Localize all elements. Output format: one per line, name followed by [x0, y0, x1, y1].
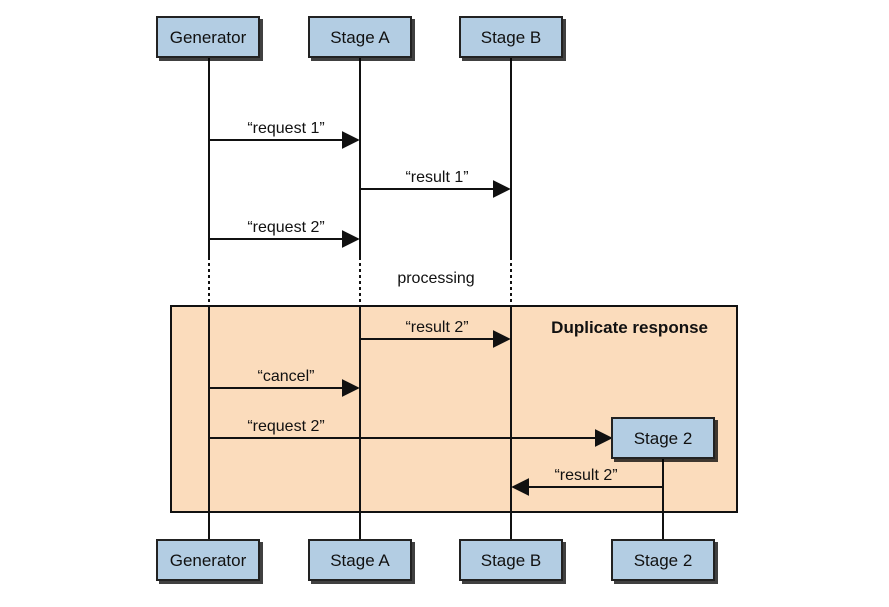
duplicate-response-frame [170, 305, 738, 513]
participant-label: Stage A [330, 551, 390, 570]
participant-stage-2-created: Stage 2 [611, 417, 715, 459]
processing-note: processing [397, 270, 474, 287]
participant-generator-top: Generator [156, 16, 260, 58]
message-request-1: “request 1” [209, 120, 360, 149]
participant-stage-a-bottom: Stage A [308, 539, 412, 581]
participant-generator-bottom: Generator [156, 539, 260, 581]
frame-title: Duplicate response [551, 318, 708, 337]
message-request-2-stage-2: “request 2” [209, 418, 613, 447]
message-result-1: “result 1” [360, 169, 511, 198]
message-label: “request 1” [247, 120, 324, 137]
participant-label: Generator [170, 28, 247, 47]
participant-label: Stage B [481, 551, 542, 570]
participant-label: Stage 2 [634, 551, 693, 570]
message-label: “result 2” [554, 467, 617, 484]
message-result-2: “result 2” [360, 319, 511, 348]
participant-label: Generator [170, 551, 247, 570]
participant-stage-b-bottom: Stage B [459, 539, 563, 581]
message-cancel: “cancel” [209, 368, 360, 397]
participant-stage-2-bottom: Stage 2 [611, 539, 715, 581]
message-label: “request 2” [247, 418, 324, 435]
message-label: “result 1” [405, 169, 468, 186]
participant-stage-b-top: Stage B [459, 16, 563, 58]
message-result-2-from-stage-2: “result 2” [511, 467, 663, 496]
message-label: “request 2” [247, 219, 324, 236]
participant-label: Stage B [481, 28, 542, 47]
message-label: “cancel” [258, 368, 315, 385]
participant-label: Stage A [330, 28, 390, 47]
message-request-2: “request 2” [209, 219, 360, 248]
participant-stage-a-top: Stage A [308, 16, 412, 58]
participant-label: Stage 2 [634, 429, 693, 448]
message-label: “result 2” [405, 319, 468, 336]
